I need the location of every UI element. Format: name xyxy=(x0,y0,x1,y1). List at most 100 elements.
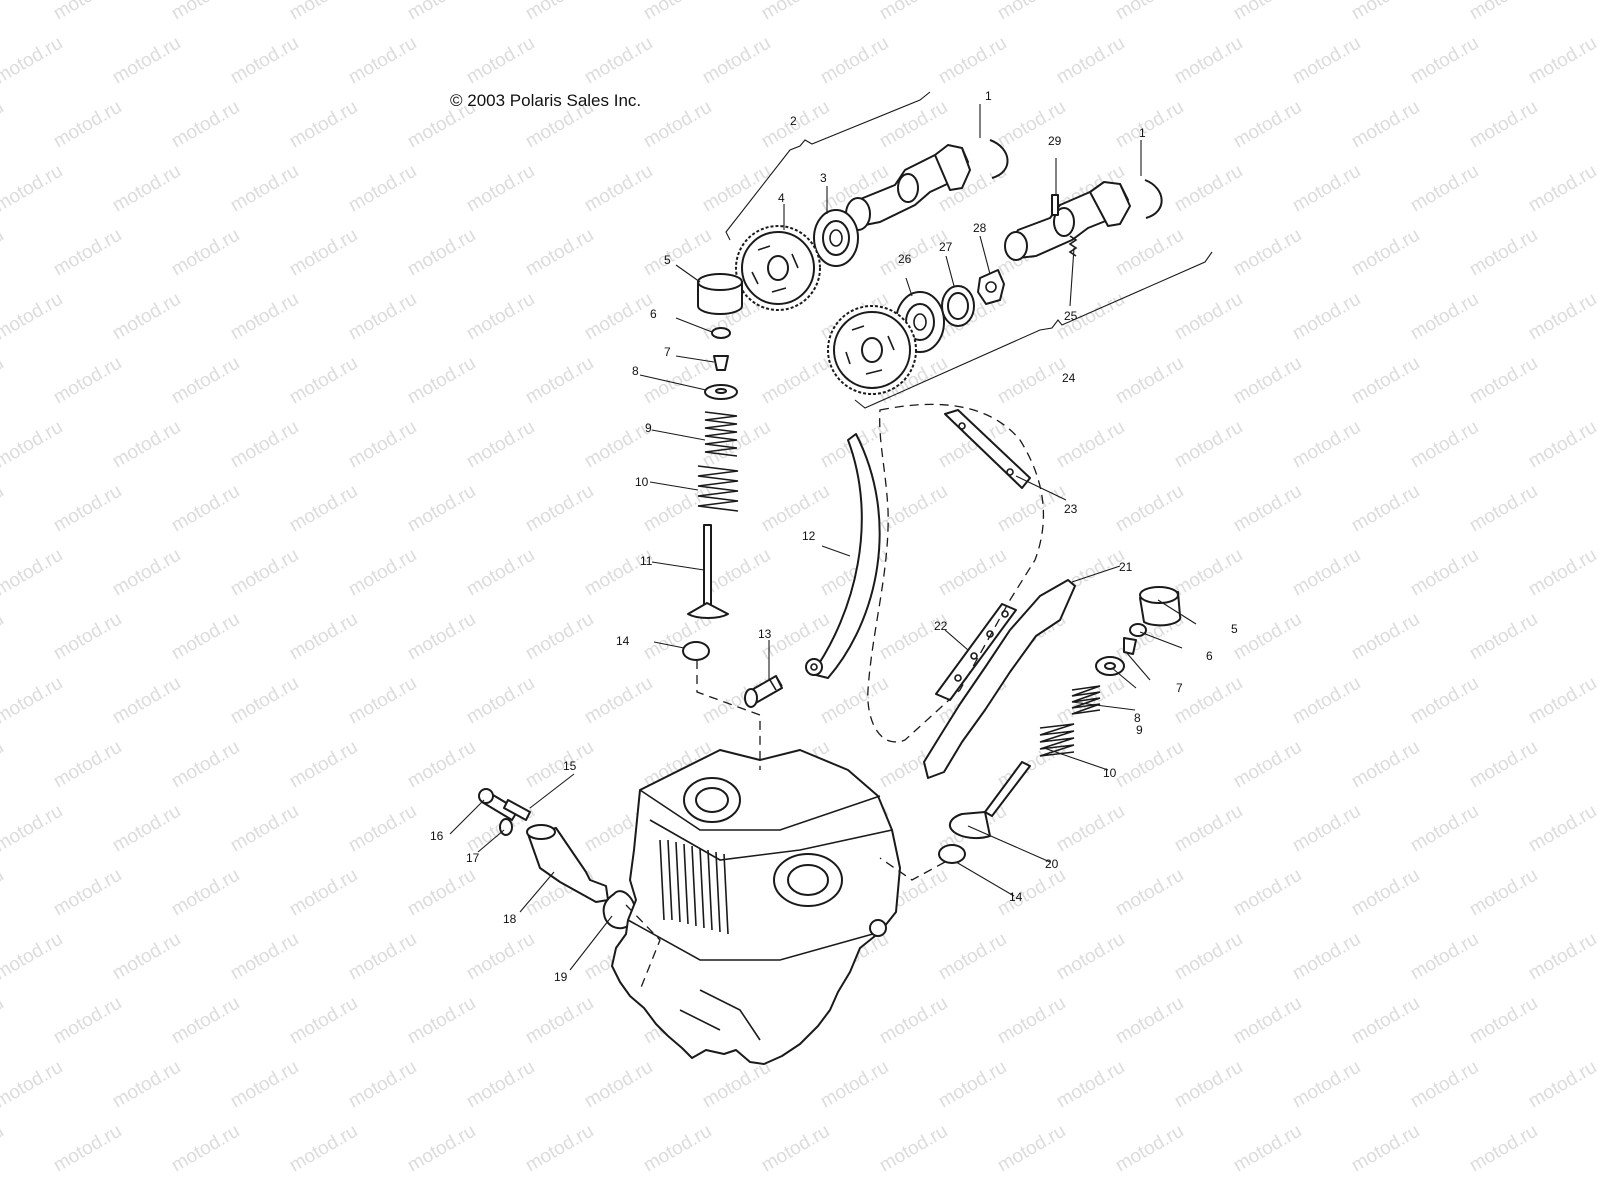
valve-spring-outer-right xyxy=(1039,723,1075,757)
valve-keeper-right xyxy=(1123,637,1137,655)
watermark-text: motod.ru xyxy=(168,353,243,409)
watermark-text: motod.ru xyxy=(286,609,361,665)
cam-sprocket-exhaust xyxy=(827,305,917,395)
watermark-text: motod.ru xyxy=(1230,481,1305,537)
watermark-text: motod.ru xyxy=(463,929,538,985)
watermark-text: motod.ru xyxy=(168,97,243,153)
watermark-text: motod.ru xyxy=(1348,609,1423,665)
callout-6-b: 6 xyxy=(1206,649,1213,663)
watermark-text: motod.ru xyxy=(404,737,479,793)
watermark-text: motod.ru xyxy=(876,1121,951,1177)
watermark-text: motod.ru xyxy=(994,0,1069,24)
watermark-text: motod.ru xyxy=(522,225,597,281)
callout-9-a: 9 xyxy=(645,421,652,435)
shim-right xyxy=(1129,623,1147,637)
watermark-text: motod.ru xyxy=(1112,97,1187,153)
watermark-text: motod.ru xyxy=(286,0,361,24)
watermark-text: motod.ru xyxy=(522,737,597,793)
callout-20: 20 xyxy=(1045,857,1059,871)
watermark-text: motod.ru xyxy=(227,929,302,985)
watermark-text: motod.ru xyxy=(1289,161,1364,217)
watermark-text: motod.ru xyxy=(463,33,538,89)
watermark-text: motod.ru xyxy=(50,481,125,537)
valve-bucket-right xyxy=(1139,586,1182,627)
watermark-text: motod.ru xyxy=(286,481,361,537)
watermark-text: motod.ru xyxy=(1171,801,1246,857)
watermark-text: motod.ru xyxy=(758,1121,833,1177)
watermark-text: motod.ru xyxy=(758,353,833,409)
spring-small xyxy=(1068,235,1078,257)
watermark-text: motod.ru xyxy=(1525,1057,1600,1113)
watermark-text: motod.ru xyxy=(1348,225,1423,281)
watermark-text: motod.ru xyxy=(994,481,1069,537)
watermark-text: motod.ru xyxy=(0,289,66,345)
watermark-text: motod.ru xyxy=(1466,481,1541,537)
watermark-text: motod.ru xyxy=(227,545,302,601)
watermark-text: motod.ru xyxy=(640,353,715,409)
circlip-intake xyxy=(989,139,1009,179)
watermark-text: motod.ru xyxy=(1466,225,1541,281)
chain-guide-upper xyxy=(944,409,1031,489)
watermark-text: motod.ru xyxy=(1348,0,1423,24)
watermark-text: motod.ru xyxy=(935,545,1010,601)
watermark-text: motod.ru xyxy=(522,609,597,665)
watermark-text: motod.ru xyxy=(581,673,656,729)
watermark-text: motod.ru xyxy=(463,417,538,473)
watermark-text: motod.ru xyxy=(640,225,715,281)
tensioner-damper xyxy=(935,603,1017,701)
watermark-text: motod.ru xyxy=(522,481,597,537)
watermark-text: motod.ru xyxy=(345,801,420,857)
watermark-text: motod.ru xyxy=(345,33,420,89)
watermark-text: motod.ru xyxy=(345,289,420,345)
watermark-text: motod.ru xyxy=(1466,737,1541,793)
valve-seal-right xyxy=(938,844,966,864)
watermark-text: motod.ru xyxy=(0,801,66,857)
watermark-text: motod.ru xyxy=(286,737,361,793)
watermark-text: motod.ru xyxy=(0,0,7,24)
watermark-text: motod.ru xyxy=(876,0,951,24)
watermark-text: motod.ru xyxy=(345,673,420,729)
watermark-text: motod.ru xyxy=(345,1057,420,1113)
watermark-text: motod.ru xyxy=(1407,161,1482,217)
camshaft-intake xyxy=(845,144,971,231)
watermark-text: motod.ru xyxy=(1348,481,1423,537)
watermark-text: motod.ru xyxy=(109,417,184,473)
callout-17: 17 xyxy=(466,851,480,865)
watermark-text: motod.ru xyxy=(286,1121,361,1177)
watermark-text: motod.ru xyxy=(50,609,125,665)
callout-7-b: 7 xyxy=(1176,681,1183,695)
watermark-text: motod.ru xyxy=(1112,993,1187,1049)
watermark-text: motod.ru xyxy=(109,929,184,985)
watermark-text: motod.ru xyxy=(286,353,361,409)
watermark-text: motod.ru xyxy=(109,1057,184,1113)
watermark-text: motod.ru xyxy=(1171,33,1246,89)
watermark-text: motod.ru xyxy=(168,865,243,921)
watermark-text: motod.ru xyxy=(1348,865,1423,921)
watermark-text: motod.ru xyxy=(1171,289,1246,345)
install-line-valve-right xyxy=(879,857,946,881)
watermark-text: motod.ru xyxy=(1112,865,1187,921)
watermark-text: motod.ru xyxy=(522,1121,597,1177)
watermark-text: motod.ru xyxy=(699,161,774,217)
watermark-text: motod.ru xyxy=(50,737,125,793)
watermark-text: motod.ru xyxy=(522,993,597,1049)
sealing-washer xyxy=(499,818,513,836)
watermark-text: motod.ru xyxy=(1053,417,1128,473)
watermark-text: motod.ru xyxy=(286,993,361,1049)
watermark-text: motod.ru xyxy=(1230,353,1305,409)
watermark-text: motod.ru xyxy=(1407,417,1482,473)
valve-spring-inner-right xyxy=(1071,685,1101,715)
watermark-text: motod.ru xyxy=(1348,737,1423,793)
watermark-text: motod.ru xyxy=(404,225,479,281)
watermark-text: motod.ru xyxy=(1407,33,1482,89)
watermark-text: motod.ru xyxy=(50,865,125,921)
watermark-text: motod.ru xyxy=(227,1057,302,1113)
watermark-text: motod.ru xyxy=(50,97,125,153)
valve-spring-outer-left xyxy=(697,465,739,512)
watermark-text: motod.ru xyxy=(581,161,656,217)
watermark-text: motod.ru xyxy=(640,0,715,24)
valve-right xyxy=(948,761,1031,840)
watermark-text: motod.ru xyxy=(1525,545,1600,601)
callout-1-b: 1 xyxy=(1139,126,1146,140)
callout-7-a: 7 xyxy=(664,345,671,359)
